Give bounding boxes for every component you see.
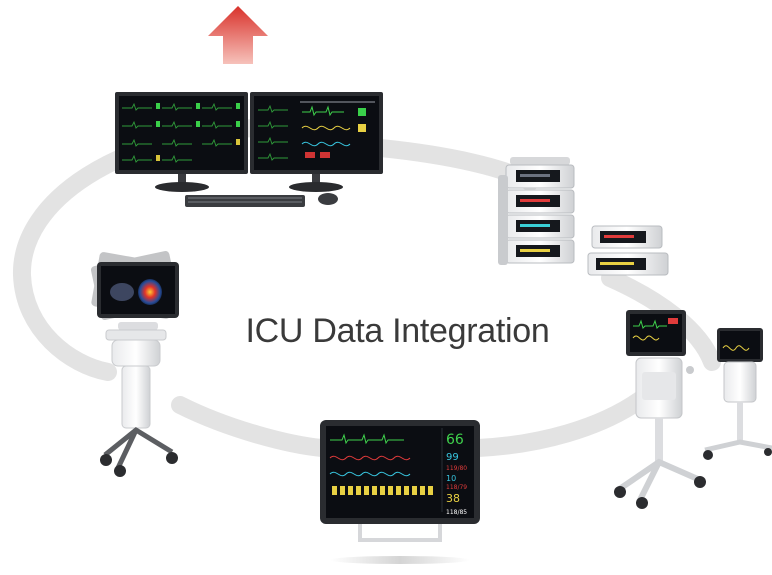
infusion-pump-stack-icon [498,157,669,276]
patient-monitor-icon: 66 99 119/80 10 118/79 38 118/85 [320,420,480,564]
pm-spo2-value: 99 [446,452,459,463]
pm-hr-value: 66 [446,432,464,448]
pm-nibp-value: 119/80 [446,465,467,472]
pm-resp-value: 10 [446,474,456,483]
pm-abp-value: 118/79 [446,484,467,491]
upload-arrow-icon [208,6,268,64]
diagram-title: ICU Data Integration [245,312,550,350]
pm-temp-value: 38 [446,492,460,505]
central-station-workstation-icon [115,92,383,207]
ultrasound-cart-icon [91,251,180,477]
pm-footer-value: 118/85 [446,509,467,516]
ventilator-icon [614,310,772,509]
